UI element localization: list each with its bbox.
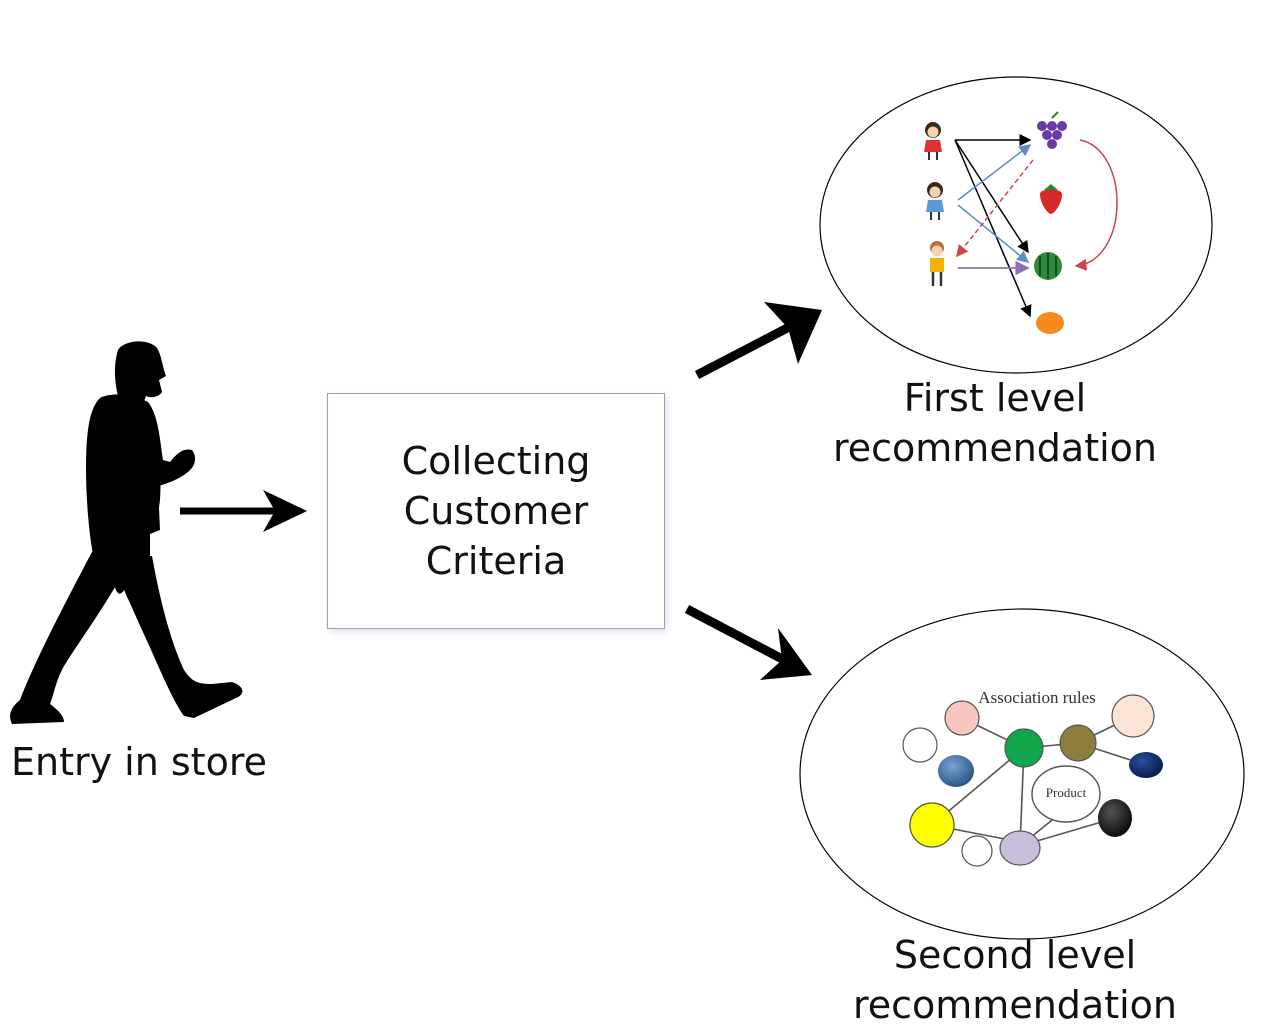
node-green — [1004, 728, 1044, 768]
criteria-box: Collecting Customer Criteria — [327, 393, 665, 629]
graph-title: Association rules — [978, 688, 1096, 707]
criteria-line: Criteria — [425, 539, 567, 583]
product-label: Product — [1046, 785, 1087, 800]
node-white — [902, 727, 938, 763]
node-yellow — [909, 802, 955, 848]
node-navy — [1129, 752, 1163, 778]
girl-icon — [924, 122, 942, 160]
first-level-ellipse — [819, 76, 1213, 374]
entry-label: Entry in store — [10, 740, 268, 784]
watermelon-icon — [1034, 252, 1062, 280]
criteria-line: Collecting — [401, 439, 591, 483]
node-black — [1098, 799, 1132, 837]
grapes-icon — [1037, 111, 1067, 149]
node-pink — [944, 700, 980, 736]
first-level-graph — [924, 111, 1118, 334]
node-olive — [1059, 724, 1097, 762]
node-steel — [938, 755, 974, 787]
strawberry-icon — [1040, 184, 1062, 214]
node-product — [1031, 765, 1101, 823]
first-level-label: First level recommendation — [832, 376, 1157, 470]
arrow-criteria-to-second-level — [684, 605, 812, 680]
girl-icon — [926, 182, 944, 220]
arrow-entry-to-criteria — [180, 490, 307, 532]
walking-person-icon — [10, 341, 243, 724]
boy-icon — [930, 241, 944, 286]
node-white-small — [961, 835, 993, 867]
criteria-line: Customer — [403, 489, 589, 533]
second-level-ellipse — [799, 608, 1245, 940]
second-level-label: Second level recommendation — [852, 933, 1177, 1027]
node-lavender — [999, 830, 1041, 866]
criteria-text: Collecting Customer Criteria — [402, 436, 591, 586]
arrow-criteria-to-first-level — [694, 302, 822, 379]
orange-icon — [1036, 312, 1064, 334]
association-graph: Association rules Product — [902, 688, 1163, 867]
node-peach — [1111, 694, 1155, 738]
